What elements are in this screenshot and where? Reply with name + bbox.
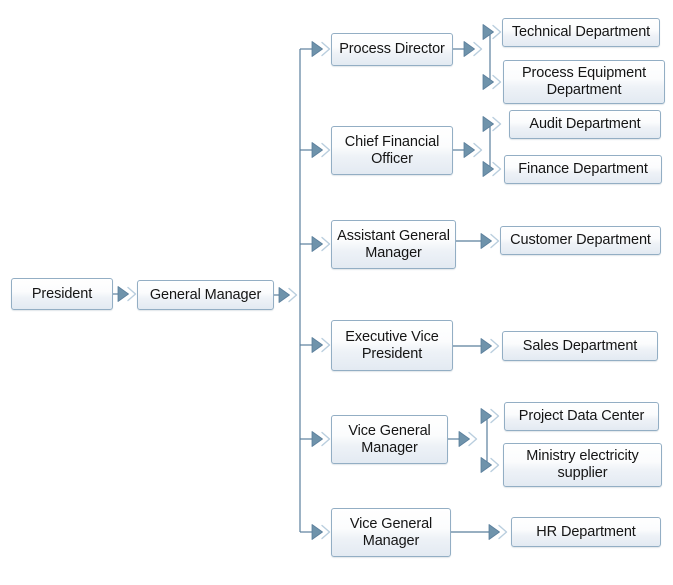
node-label: Project Data Center — [518, 408, 645, 425]
node-vice-general-manager-2[interactable]: Vice General Manager — [331, 508, 451, 557]
arrow-icon-cfo-out — [463, 141, 483, 159]
arrow-icon-process-director-out — [463, 40, 483, 58]
node-process-director[interactable]: Process Director — [331, 33, 453, 66]
node-hr-department[interactable]: HR Department — [511, 517, 661, 547]
node-label: President — [31, 285, 93, 302]
node-vice-general-manager-1[interactable]: Vice General Manager — [331, 415, 448, 464]
node-finance-department[interactable]: Finance Department — [504, 155, 662, 184]
node-label: Vice General Manager — [349, 515, 433, 549]
node-general-manager[interactable]: General Manager — [137, 280, 274, 310]
arrow-icon-trunk-to-vgm1 — [311, 430, 331, 448]
node-label: Ministry electricity supplier — [526, 448, 639, 481]
arrow-icon-gm-to-trunk — [278, 286, 298, 304]
node-label: Sales Department — [522, 337, 638, 354]
arrow-icon-vgm1-out — [458, 430, 478, 448]
node-label: Process Equipment Department — [521, 65, 647, 98]
node-label: Customer Department — [510, 232, 651, 249]
arrow-icon-president-to-gm — [117, 285, 137, 303]
arrow-icon-to-finance-department — [482, 160, 502, 178]
arrow-icon-to-ministry-electricity-supplier — [480, 456, 500, 474]
node-ministry-electricity-supplier[interactable]: Ministry electricity supplier — [503, 443, 662, 487]
node-customer-department[interactable]: Customer Department — [500, 226, 661, 255]
node-executive-vice-president[interactable]: Executive Vice President — [331, 320, 453, 371]
arrow-icon-to-project-data-center — [480, 407, 500, 425]
arrow-icon-to-hr-department — [488, 523, 508, 541]
node-technical-department[interactable]: Technical Department — [502, 18, 660, 47]
node-audit-department[interactable]: Audit Department — [509, 110, 661, 139]
arrow-icon-to-customer-department — [480, 232, 500, 250]
node-label: Executive Vice President — [345, 328, 439, 362]
node-label: Assistant General Manager — [337, 227, 450, 261]
node-assistant-general-manager[interactable]: Assistant General Manager — [331, 220, 456, 269]
node-process-equipment-department[interactable]: Process Equipment Department — [503, 60, 665, 104]
arrow-icon-trunk-to-evp — [311, 336, 331, 354]
node-label: HR Department — [536, 523, 636, 540]
node-chief-financial-officer[interactable]: Chief Financial Officer — [331, 126, 453, 175]
node-label: Technical Department — [511, 24, 651, 41]
node-label: Finance Department — [518, 161, 648, 178]
node-project-data-center[interactable]: Project Data Center — [504, 402, 659, 431]
arrow-icon-trunk-to-agm — [311, 235, 331, 253]
arrow-icon-trunk-to-process-director — [311, 40, 331, 58]
arrow-icon-trunk-to-cfo — [311, 141, 331, 159]
arrow-icon-to-audit-department — [482, 115, 502, 133]
node-sales-department[interactable]: Sales Department — [502, 331, 658, 361]
node-label: General Manager — [149, 286, 262, 303]
node-president[interactable]: President — [11, 278, 113, 310]
node-label: Chief Financial Officer — [344, 133, 440, 167]
arrow-icon-to-sales-department — [480, 337, 500, 355]
node-label: Process Director — [339, 41, 445, 58]
arrow-icon-to-technical-department — [482, 23, 502, 41]
node-label: Audit Department — [529, 116, 641, 133]
arrow-icon-trunk-to-vgm2 — [311, 523, 331, 541]
arrow-icon-to-process-equipment-department — [482, 73, 502, 91]
node-label: Vice General Manager — [348, 422, 431, 456]
